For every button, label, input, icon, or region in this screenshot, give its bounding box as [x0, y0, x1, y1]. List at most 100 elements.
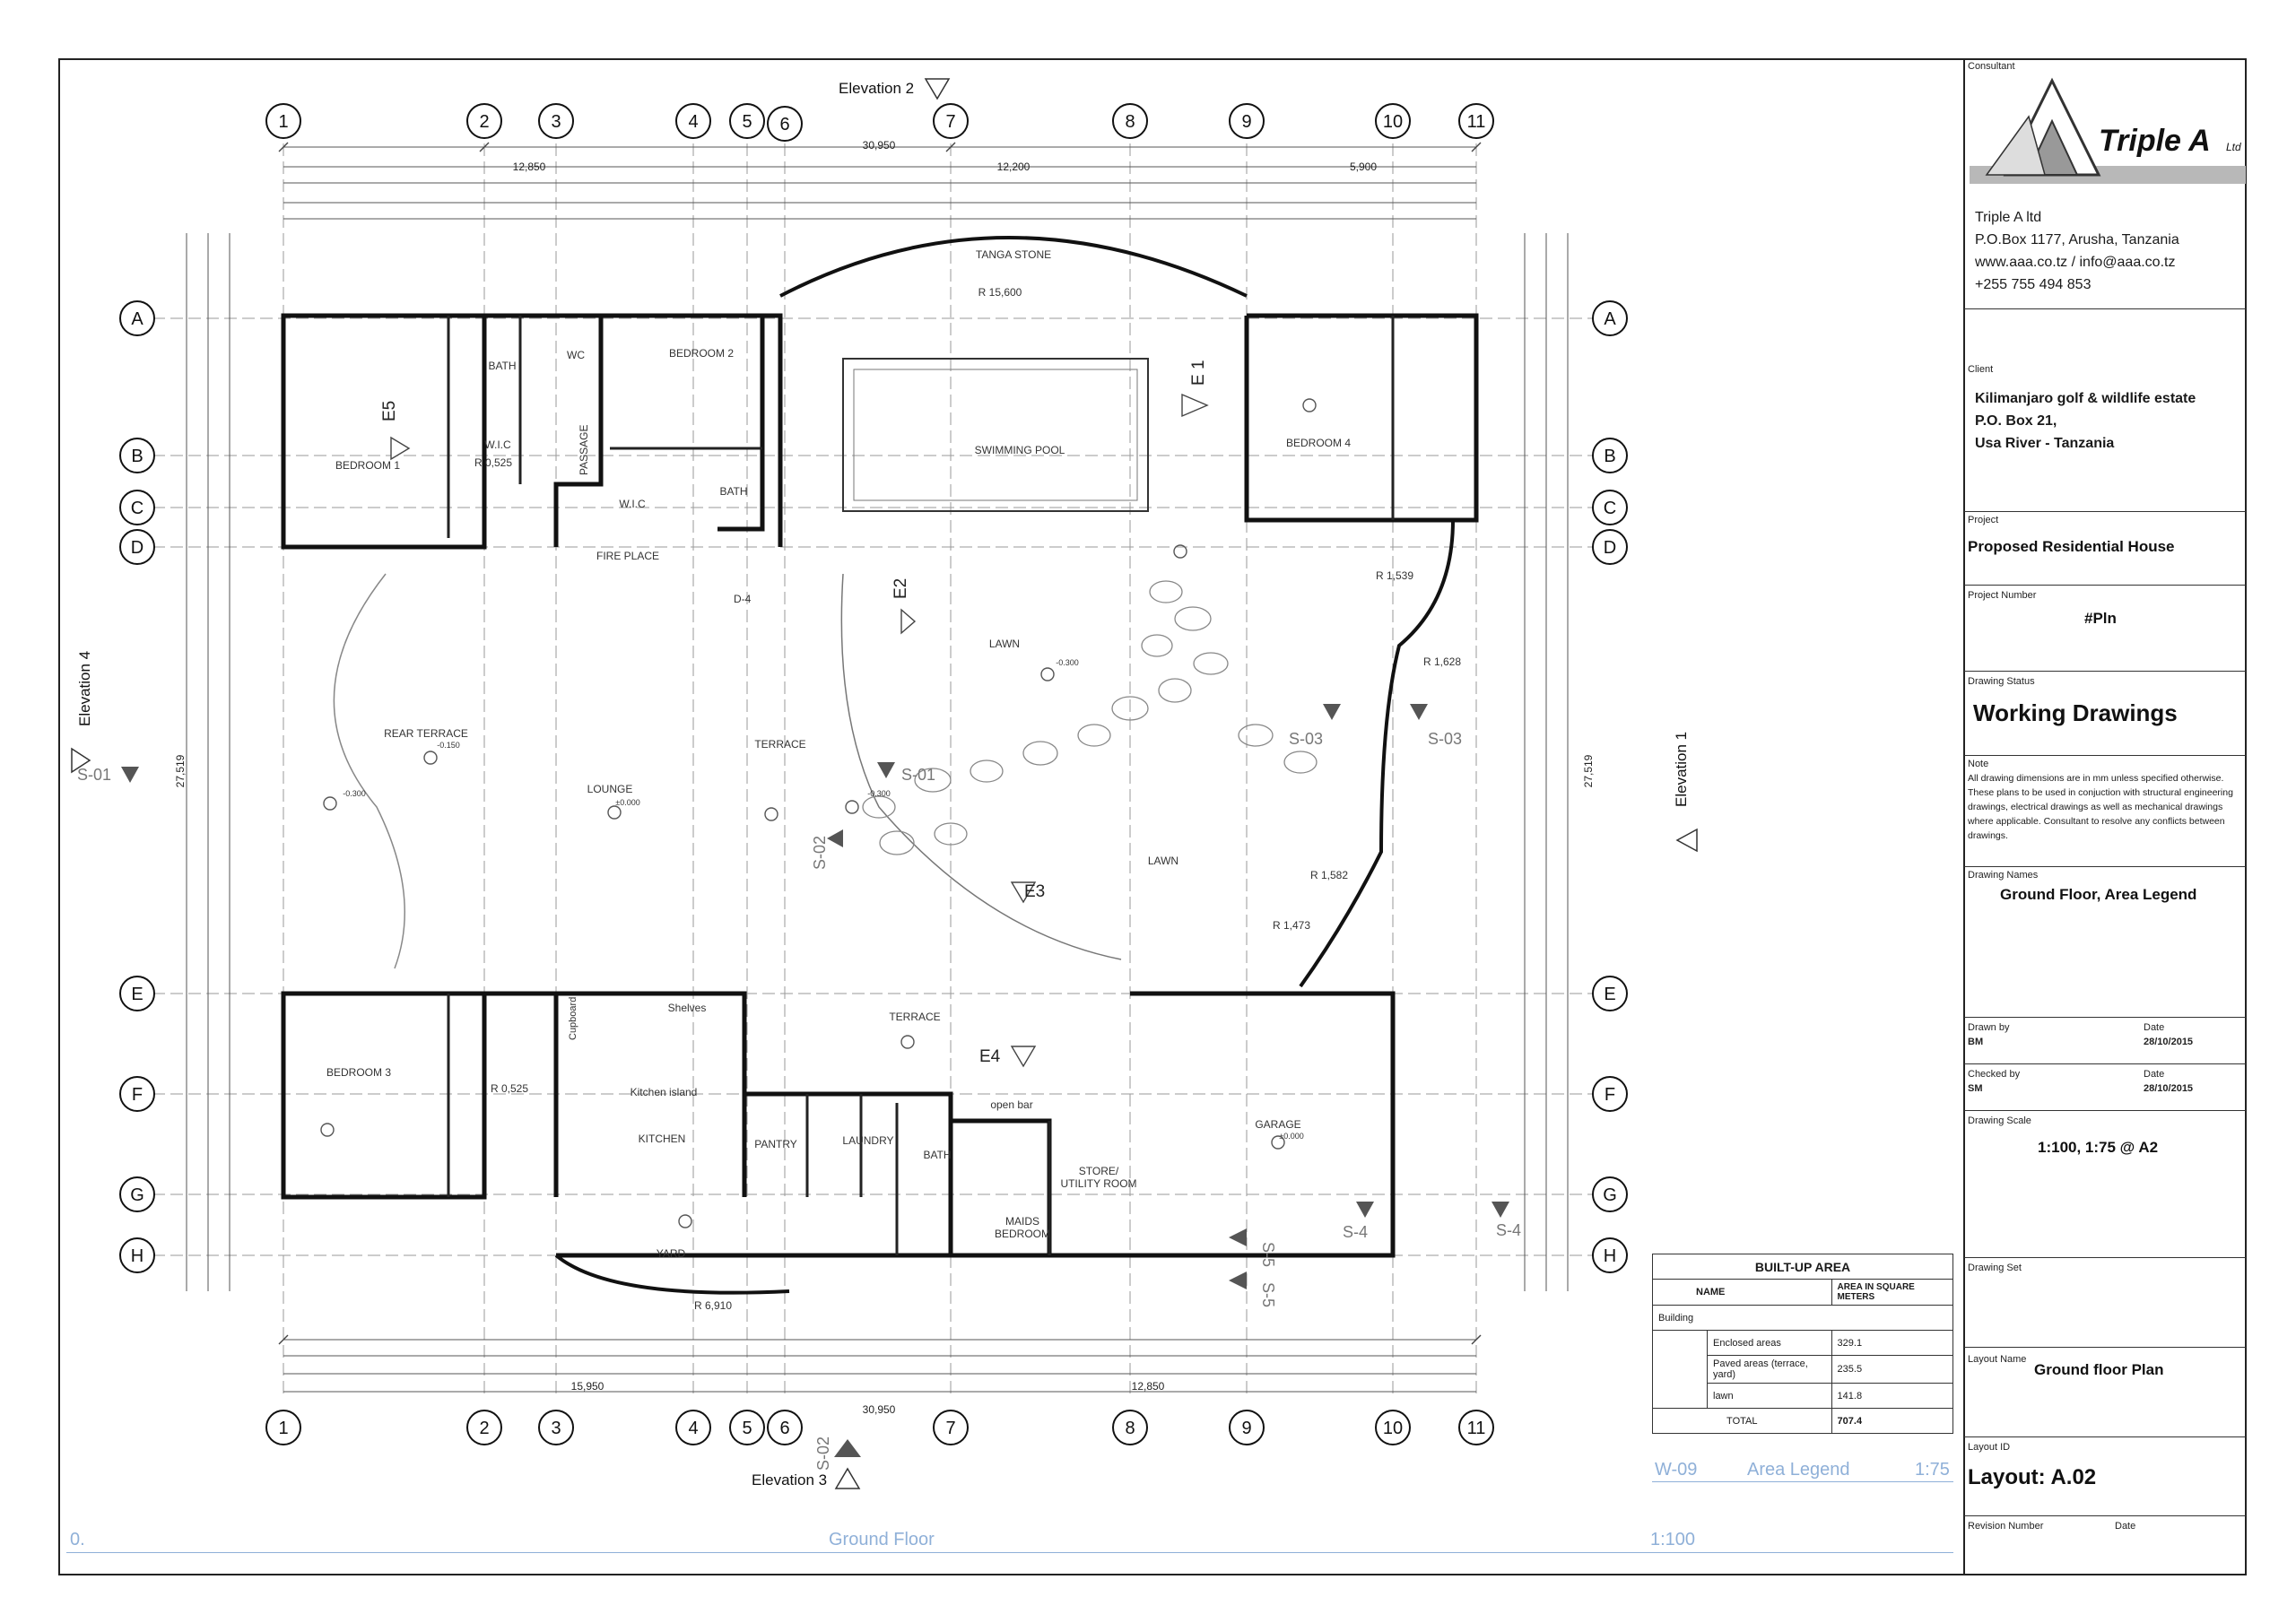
level-markers: [320, 398, 1317, 1228]
room-bedroom-2: BEDROOM 2: [669, 347, 734, 360]
consultant-name: Triple A ltd: [1975, 210, 2042, 225]
client-cell: Client Kilimanjaro golf & wildlife estat…: [1964, 308, 2246, 512]
grid-col-8-bottom: 8: [1125, 1419, 1135, 1438]
ba-row-name: Paved areas (terrace, yard): [1707, 1355, 1832, 1384]
client-line-2: P.O. Box 21,: [1975, 413, 2057, 429]
grid-col-3-bottom: 3: [551, 1419, 561, 1438]
rear-terrace-curve: [333, 573, 405, 969]
grid-row-a: A: [131, 309, 144, 329]
viewport-scale-plan: 1:100: [1650, 1530, 1696, 1549]
radius-1539: R 1,539: [1376, 569, 1413, 582]
level-garden-2: -0.300: [867, 789, 891, 798]
dim-left-total: 27,519: [174, 754, 187, 787]
layout-id-cell: Layout ID Layout: A.02: [1964, 1436, 2246, 1516]
grid-bubble-labels: 1 2 3 4 5 6 7 8 9 10 11 1 2 3 4 5 6 7 8 …: [130, 112, 1617, 1438]
section-s01-mid: S-01: [901, 766, 935, 784]
ba-col-name: NAME: [1652, 1279, 1832, 1306]
ba-row-area: 329.1: [1831, 1330, 1954, 1356]
checked-date-label: Date: [2144, 1069, 2165, 1080]
radius-1473: R 1,473: [1273, 919, 1310, 932]
room-bedroom-3: BEDROOM 3: [326, 1066, 391, 1079]
revision-date-label: Date: [2115, 1521, 2136, 1532]
room-bedroom-4: BEDROOM 4: [1286, 437, 1351, 449]
viewport-scale-area: 1:75: [1915, 1460, 1950, 1480]
ba-row-area: 141.8: [1831, 1383, 1954, 1409]
dimension-lines: [186, 146, 1569, 1393]
elevation-marker-e1: E 1: [1189, 360, 1208, 386]
room-lawn-1: LAWN: [989, 638, 1020, 650]
viewport-line-plan: [66, 1552, 1953, 1553]
elevation-marker-e3: E3: [1024, 882, 1045, 901]
grid-col-9: 9: [1241, 112, 1251, 132]
dim-top-total: 30,950: [863, 139, 896, 152]
drawn-date: 28/10/2015: [2144, 1037, 2194, 1047]
grid-row-e: E: [131, 985, 143, 1004]
swimming-pool: [842, 358, 1149, 512]
layout-name: Ground floor Plan: [2034, 1361, 2164, 1378]
detail-d4: D-4: [734, 593, 752, 605]
open-bar: open bar: [990, 1098, 1032, 1111]
sheet-border: [58, 58, 2247, 1575]
scale-cell: Drawing Scale 1:100, 1:75 @ A2: [1964, 1110, 2246, 1258]
drawing-names-cell: Drawing Names Ground Floor, Area Legend: [1964, 866, 2246, 1018]
table-row: Enclosed areas 329.1: [1652, 1330, 1954, 1409]
room-bath-1: BATH: [488, 360, 516, 372]
viewport-code-plan: 0.: [70, 1530, 85, 1549]
section-s03-left: S-03: [1289, 730, 1323, 748]
grid-row-d: D: [131, 538, 144, 558]
section-s4-right: S-4: [1496, 1221, 1521, 1239]
dim-bottom-total: 30,950: [863, 1403, 896, 1416]
curved-path: [1299, 519, 1455, 988]
grid-col-3: 3: [551, 112, 561, 132]
elevation-4-label: Elevation 4: [76, 651, 93, 726]
room-fireplace: FIRE PLACE: [596, 550, 659, 562]
room-lawn-2: LAWN: [1148, 855, 1178, 867]
lawn-boundary: [840, 573, 1122, 960]
revision-cell: Revision Number Date: [1964, 1515, 2246, 1575]
consultant-box: P.O.Box 1177, Arusha, Tanzania: [1975, 232, 2179, 247]
grid-col-10-bottom: 10: [1383, 1419, 1403, 1438]
client-address: Kilimanjaro golf & wildlife estate P.O. …: [1975, 387, 2196, 455]
room-swimming-pool: SWIMMING POOL: [975, 444, 1065, 456]
room-garage: GARAGE: [1255, 1118, 1300, 1131]
section-s03-right: S-03: [1428, 730, 1462, 748]
viewport-name-area: Area Legend: [1747, 1460, 1850, 1480]
grid-col-6-bottom: 6: [779, 1419, 789, 1438]
room-terrace-2: TERRACE: [889, 1011, 940, 1023]
grid-row-d-right: D: [1604, 538, 1616, 558]
table-row: Paved areas (terrace, yard) 235.5: [1653, 1355, 1954, 1384]
kitchen-island: Kitchen island: [631, 1086, 698, 1098]
grid-row-e-right: E: [1604, 985, 1615, 1004]
drawing-scale: 1:100, 1:75 @ A2: [2038, 1139, 2159, 1156]
dim-top-left: 12,850: [513, 161, 546, 173]
elevation-markers: [71, 78, 1698, 1489]
dim-top-right: 5,900: [1350, 161, 1377, 173]
shelves-label: Shelves: [668, 1002, 707, 1014]
swimming-pool-inner: [853, 369, 1138, 501]
grid-bubbles: [119, 103, 1628, 1445]
room-pantry: PANTRY: [754, 1138, 797, 1150]
elevation-marker-e5: E5: [380, 401, 399, 421]
viewport-line-area: [1652, 1481, 1953, 1482]
room-bath-laundry: BATH: [923, 1149, 951, 1161]
interior-partitions: [447, 316, 1395, 1255]
scale-label: Drawing Scale: [1968, 1115, 2031, 1126]
grid-row-c-right: C: [1604, 499, 1616, 518]
level-garage: ±0.000: [1279, 1132, 1303, 1141]
consultant-web[interactable]: www.aaa.co.tz / info@aaa.co.tz: [1975, 255, 2176, 270]
section-s4-left: S-4: [1343, 1223, 1368, 1241]
section-s5-upper: S-5: [1259, 1242, 1277, 1267]
client-label: Client: [1968, 364, 1994, 375]
grid-col-1: 1: [278, 112, 288, 132]
grid-lines: [152, 143, 1596, 1399]
walls: [281, 313, 1479, 1258]
grid-col-2: 2: [479, 112, 489, 132]
note-cell: Note All drawing dimensions are in mm un…: [1964, 755, 2246, 867]
room-wic-2: W.I.C: [619, 498, 646, 510]
ba-row-name: lawn: [1707, 1383, 1832, 1409]
consultant-label: Consultant: [1968, 61, 2015, 72]
room-terrace-1: TERRACE: [754, 738, 805, 751]
title-block: Consultant Triple A ltd P.O.Box 1177, Ar…: [1964, 59, 2246, 1575]
grid-row-c: C: [131, 499, 144, 518]
